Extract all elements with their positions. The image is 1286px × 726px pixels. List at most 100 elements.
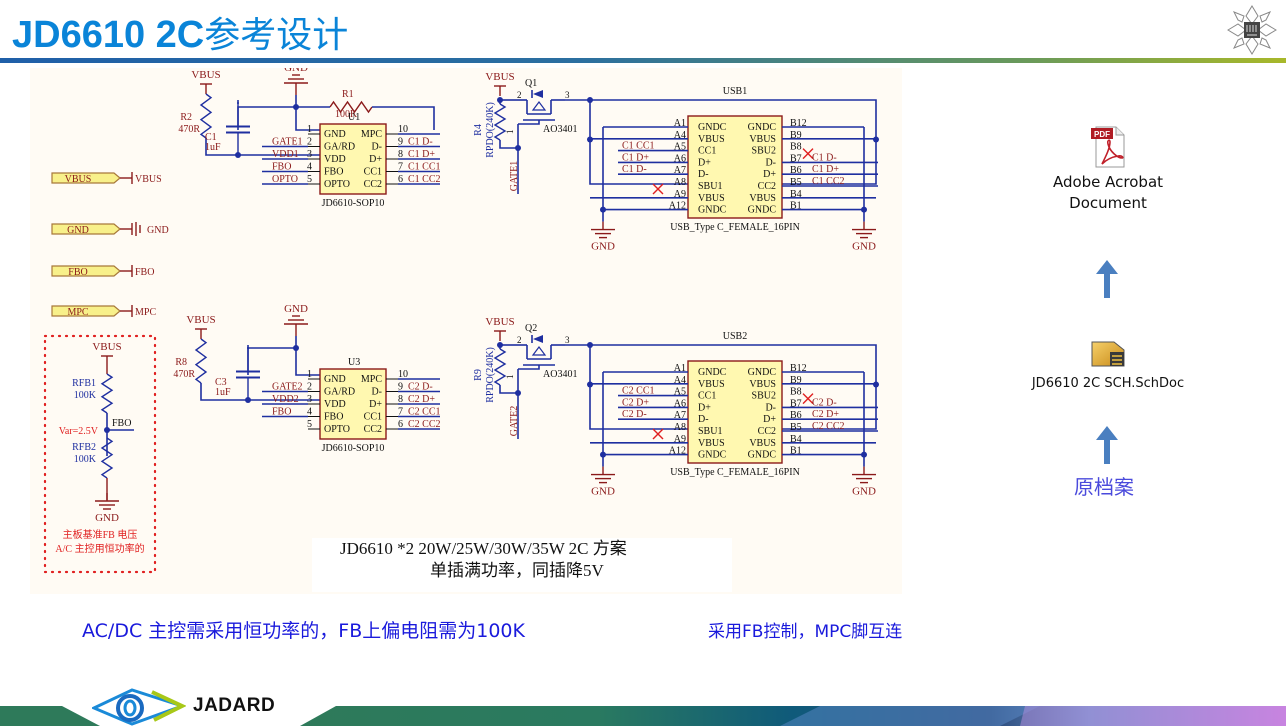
usb-net-label: C2 D+	[622, 397, 649, 408]
ic-pin-name: GND	[324, 374, 346, 385]
usb-net-label: C2 CC1	[622, 386, 655, 397]
usb-pin-name: GNDC	[698, 367, 727, 378]
mosfet-q1	[523, 100, 555, 121]
gate-resistor-label: R8	[175, 357, 187, 368]
vbus-label: VBUS	[485, 71, 514, 83]
usb-pin-name: GNDC	[748, 450, 777, 461]
mosfet-pin: 2	[517, 90, 522, 100]
ic-pin-number: 4	[307, 407, 312, 418]
ic-net-label: C1 CC1	[408, 162, 441, 173]
ic-net-label: C2 CC2	[408, 419, 441, 430]
mosfet-q2	[523, 345, 555, 366]
usb-net-label: C1 CC1	[622, 141, 655, 152]
mosfet-pin: 3	[565, 90, 570, 100]
resistor-rfb2	[100, 437, 114, 479]
gate-net-label: GATE1	[509, 161, 520, 192]
title-rule	[0, 58, 1286, 63]
page-title: JD6610 2C参考设计	[12, 6, 348, 58]
ground-label: GND	[852, 241, 876, 253]
resistor-r2	[199, 93, 213, 139]
usb-pin-name: VBUS	[698, 379, 725, 390]
usb-part-number: USB_Type C_FEMALE_16PIN	[670, 467, 800, 478]
mosfet-designator: Q1	[525, 78, 537, 89]
ic-pin-name: D+	[369, 399, 382, 410]
pdf-label-line-1: Adobe Acrobat	[1052, 173, 1164, 191]
port-gnd	[51, 223, 121, 235]
ic-pin-name: FBO	[324, 167, 343, 178]
usb-pin-number: A6	[674, 153, 686, 164]
wire	[518, 120, 540, 125]
ic-part-number: JD6610-SOP10	[322, 198, 385, 209]
ic-net-label: C2 D-	[408, 382, 433, 393]
port-label: GND	[67, 225, 89, 236]
usb-designator: USB2	[723, 331, 747, 342]
ic-pin-name: OPTO	[324, 424, 350, 435]
ic-pin-number: 2	[307, 382, 312, 393]
ic-pin-number: 3	[307, 394, 312, 405]
usb-pin-name: VBUS	[749, 193, 776, 204]
usb-pin-name: VBUS	[749, 438, 776, 449]
usb-pin-number: A9	[674, 434, 686, 445]
port-label: FBO	[68, 267, 87, 278]
ic-pin-name: VDD	[324, 154, 346, 165]
usb-designator: USB1	[723, 86, 747, 97]
mosfet-designator: Q2	[525, 323, 537, 334]
usb-pin-name: GNDC	[748, 367, 777, 378]
usb-pin-name: D+	[763, 414, 776, 425]
note-side: 采用FB控制，MPC脚互连	[708, 622, 903, 642]
usb-net-label: C2 CC2	[812, 421, 845, 432]
usb-pin-number: A5	[674, 142, 686, 153]
ic-net-label: GATE1	[272, 137, 303, 148]
usb-pin-number: A4	[674, 130, 686, 141]
ic-pin-number: 8	[398, 149, 403, 160]
mosfet-pin: 3	[565, 335, 570, 345]
ic-pin-number: 2	[307, 137, 312, 148]
ic-net-label: C2 D+	[408, 394, 435, 405]
resistor-r8	[194, 338, 208, 384]
mosfet-pin: 1	[505, 130, 515, 135]
ic-net-label: C1 D-	[408, 137, 433, 148]
usb-pin-number: B5	[790, 177, 802, 188]
ic-net-label: GATE2	[272, 382, 303, 393]
usb-pin-name: GNDC	[748, 122, 777, 133]
ground-label: GND	[591, 486, 615, 498]
ic-pin-name: CC1	[364, 167, 382, 178]
ic-pin-number: 8	[398, 394, 403, 405]
usb-pin-number: A7	[674, 165, 686, 176]
ic-pin-name: GA/RD	[324, 142, 355, 153]
pulldown-resistor-value: RPDO(240K)	[485, 347, 496, 403]
rfb2-value: 100K	[74, 454, 97, 465]
usb-pin-number: A1	[674, 363, 686, 374]
usb-pin-number: B4	[790, 189, 802, 200]
ground-label: GND	[95, 512, 119, 524]
usb-pin-number: A1	[674, 118, 686, 129]
rfb2-label: RFB2	[72, 442, 96, 453]
port-fbo	[51, 265, 121, 277]
ic-net-label: C1 D+	[408, 149, 435, 160]
pdf-file-object[interactable]: PDF Adobe Acrobat Document	[1040, 126, 1176, 214]
port-mpc	[51, 305, 121, 317]
schdoc-file-object[interactable]: JD6610 2C SCH.SchDoc	[1020, 340, 1196, 391]
ic-pin-number: 9	[398, 382, 403, 393]
usb-pin-number: A6	[674, 398, 686, 409]
usb-connector-usb1	[687, 115, 783, 219]
wire	[565, 99, 877, 185]
ic-pin-number: 5	[307, 419, 312, 430]
ic-pin-number: 6	[398, 174, 403, 185]
usb-net-label: C2 D+	[812, 409, 839, 420]
ic-part-number: JD6610-SOP10	[322, 443, 385, 454]
mosfet-diode	[533, 335, 543, 343]
usb-pin-name: GNDC	[698, 122, 727, 133]
ic-pin-name: MPC	[361, 129, 382, 140]
ic-pin-name: VDD	[324, 399, 346, 410]
wire	[237, 106, 296, 130]
junction-dot	[600, 206, 606, 213]
usb-pin-name: GNDC	[748, 205, 777, 216]
port-label: MPC	[67, 307, 88, 318]
resistor-rfb1	[100, 373, 114, 414]
arrow-up-icon	[1096, 260, 1118, 298]
usb-pin-number: A12	[669, 446, 686, 457]
wire	[372, 106, 435, 130]
ic-net-label: FBO	[272, 162, 291, 173]
